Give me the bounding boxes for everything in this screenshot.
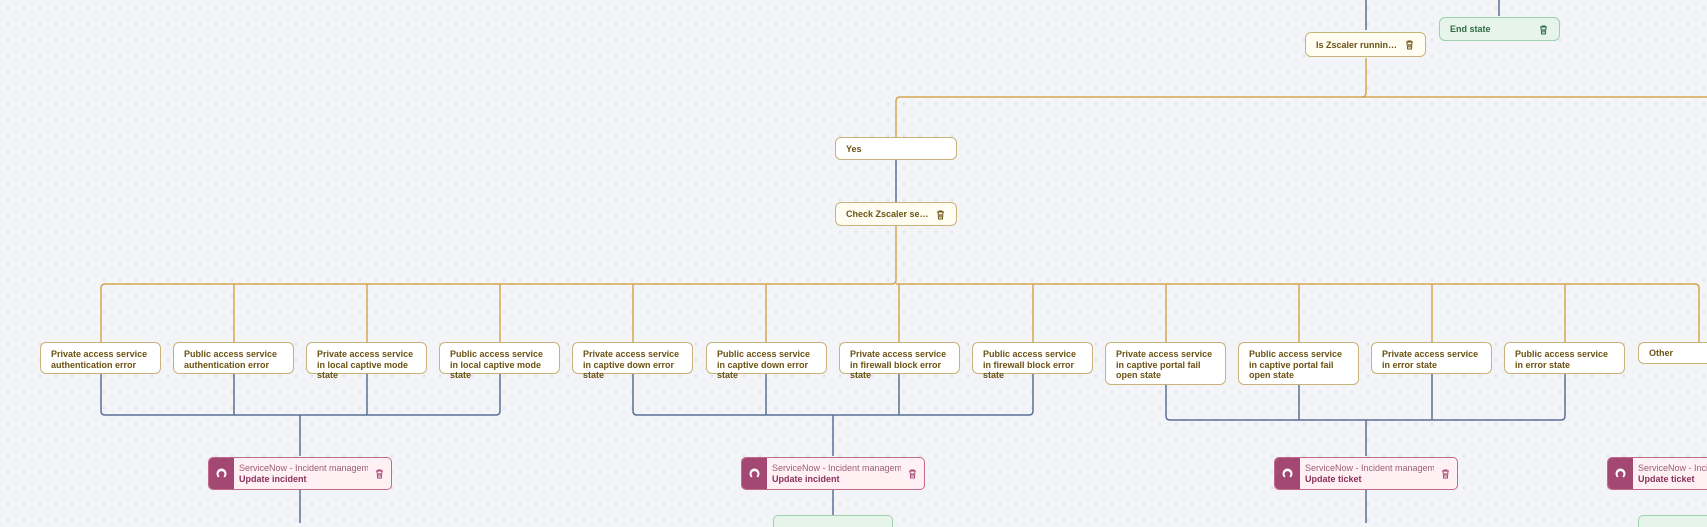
branch-node[interactable]: Public access service in error state [1504,342,1625,374]
wire-branch-drops [233,284,1566,342]
branch-label: Other [1649,348,1674,358]
trash-icon[interactable] [1440,468,1451,479]
branch-label: Private access service in local captive … [317,349,414,380]
branch-label: Public access service in captive portal … [1249,349,1343,380]
wire-group2 [632,374,1034,416]
branch-node-other[interactable]: Other [1638,342,1707,364]
branch-node[interactable]: Public access service authentication err… [173,342,294,374]
branch-node[interactable]: Public access service in local captive m… [439,342,560,380]
branch-label: Private access service in firewall block… [850,349,947,380]
branch-label: Public access service in local captive m… [450,349,544,380]
branch-node[interactable]: Private access service authentication er… [40,342,161,374]
branch-label: Private access service in error state [1382,349,1479,370]
trash-icon[interactable] [374,468,385,479]
action-name: Update ticket [1305,473,1362,484]
action-name: Update incident [239,473,307,484]
decision-node[interactable]: Is Zscaler running? [1305,32,1426,57]
branch-label: Public access service in error state [1515,349,1609,370]
branch-label: Public access service in firewall block … [983,349,1077,380]
wire-group1 [100,374,501,416]
trash-icon[interactable] [1404,39,1415,50]
servicenow-logo-icon [209,458,234,489]
branch-label: Public access service in captive down er… [717,349,811,380]
yes-branch-node[interactable]: Yes [835,137,957,160]
wire-group3 [1165,374,1566,421]
servicenow-logo-icon [1275,458,1300,489]
servicenow-logo-icon [742,458,767,489]
action-service: ServiceNow - Incident management [1305,462,1434,473]
branch-node[interactable]: Private access service in firewall block… [839,342,960,380]
branch-node[interactable]: Private access service in error state [1371,342,1492,374]
branch-label: Public access service authentication err… [184,349,278,370]
end-state-node-partial[interactable] [1638,515,1707,527]
action-service: ServiceNow - Incident management [239,462,368,473]
wire-group2-merge [765,374,900,456]
wire-branch-bus [896,283,1700,342]
action-name: Update incident [772,473,840,484]
decision-label: Is Zscaler running? [1316,39,1398,50]
branch-label: Private access service authentication er… [51,349,148,370]
wire-group1-merge [233,374,368,456]
trash-icon[interactable] [935,209,946,220]
action-service: ServiceNow - Incident management [772,462,901,473]
wire-decision-to-yes [895,58,1367,137]
branch-label: Private access service in captive portal… [1116,349,1213,380]
end-state-node-partial[interactable] [773,515,893,527]
check-service-node[interactable]: Check Zscaler servic... [835,202,957,226]
branch-node[interactable]: Public access service in captive portal … [1238,342,1359,385]
branch-node[interactable]: Private access service in captive portal… [1105,342,1226,385]
trash-icon[interactable] [1538,24,1549,35]
wire-check-to-branches [100,226,897,342]
action-name: Update ticket [1638,473,1695,484]
branch-node[interactable]: Private access service in local captive … [306,342,427,380]
yes-branch-label: Yes [846,143,862,154]
branch-label: Private access service in captive down e… [583,349,680,380]
action-service: ServiceNow - Incident management [1638,462,1707,473]
branch-node[interactable]: Public access service in captive down er… [706,342,827,380]
trash-icon[interactable] [907,468,918,479]
branch-node[interactable]: Public access service in firewall block … [972,342,1093,380]
end-state-node[interactable]: End state [1439,17,1560,41]
wire-group3-merge [1298,374,1433,456]
servicenow-logo-icon [1608,458,1633,489]
end-state-label: End state [1450,24,1491,34]
check-service-label: Check Zscaler servic... [846,209,929,219]
branch-node[interactable]: Private access service in captive down e… [572,342,693,380]
